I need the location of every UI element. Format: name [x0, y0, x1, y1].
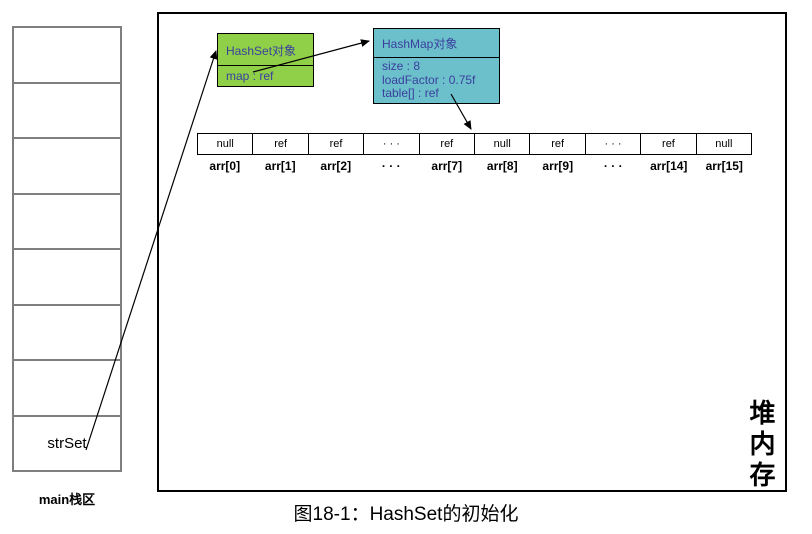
hashset-field-map: map : ref — [226, 69, 274, 83]
array-cell: ref — [309, 134, 365, 154]
hashset-object-title: HashSet对象 — [218, 34, 313, 66]
array-index-label: arr[8] — [486, 159, 518, 173]
array-cell: ref — [530, 134, 586, 154]
array-index-label: arr[9] — [542, 159, 574, 173]
array-cell: ref — [641, 134, 697, 154]
array-index-label: arr[7] — [431, 159, 463, 173]
stack-cell — [14, 139, 120, 195]
stack-cell — [14, 84, 120, 139]
stack-cell — [14, 28, 120, 84]
stack-cell-strset: strSet — [14, 417, 120, 471]
array-index-label-ellipsis: · · · — [381, 159, 401, 173]
hashmap-field-size: size : 8 — [382, 59, 421, 73]
array-index-label: arr[15] — [705, 159, 743, 173]
array-index-label: arr[2] — [320, 159, 352, 173]
main-stack-label: main栈区 — [38, 492, 96, 507]
strset-variable: strSet — [47, 434, 87, 452]
stack-cell — [14, 361, 120, 417]
array-cell: null — [475, 134, 531, 154]
figure-caption: 图18-1：HashSet的初始化 — [293, 504, 519, 525]
stack-cell — [14, 195, 120, 250]
array-index-label: arr[0] — [209, 159, 241, 173]
hash-table-array-labels: arr[0] arr[1] arr[2] · · · arr[7] arr[8]… — [197, 159, 752, 173]
array-cell: null — [198, 134, 254, 154]
array-cell: null — [715, 138, 733, 150]
hash-table-array: null ref ref · · · ref null ref · · · re… — [197, 133, 752, 155]
stack-cell — [14, 306, 120, 361]
hashset-object-box: HashSet对象 map : ref — [217, 33, 314, 87]
array-index-label: arr[14] — [650, 159, 688, 173]
main-stack: strSet — [12, 26, 122, 472]
array-cell: ref — [420, 134, 476, 154]
array-index-label: arr[1] — [264, 159, 296, 173]
heap-label: 堆内存 — [746, 399, 776, 492]
array-cell-ellipsis: · · · — [586, 134, 642, 154]
heap-region — [157, 12, 787, 492]
stack-cell — [14, 250, 120, 306]
array-cell: ref — [253, 134, 309, 154]
hashmap-field-loadfactor: loadFactor : 0.75f — [382, 72, 476, 87]
hashmap-object-title: HashMap对象 — [374, 29, 499, 58]
hashmap-field-table: table[] : ref — [382, 86, 439, 100]
array-index-label-ellipsis: · · · — [603, 159, 623, 173]
array-cell-ellipsis: · · · — [364, 134, 420, 154]
hashmap-object-box: HashMap对象 size : 8 loadFactor : 0.75f ta… — [373, 28, 500, 104]
